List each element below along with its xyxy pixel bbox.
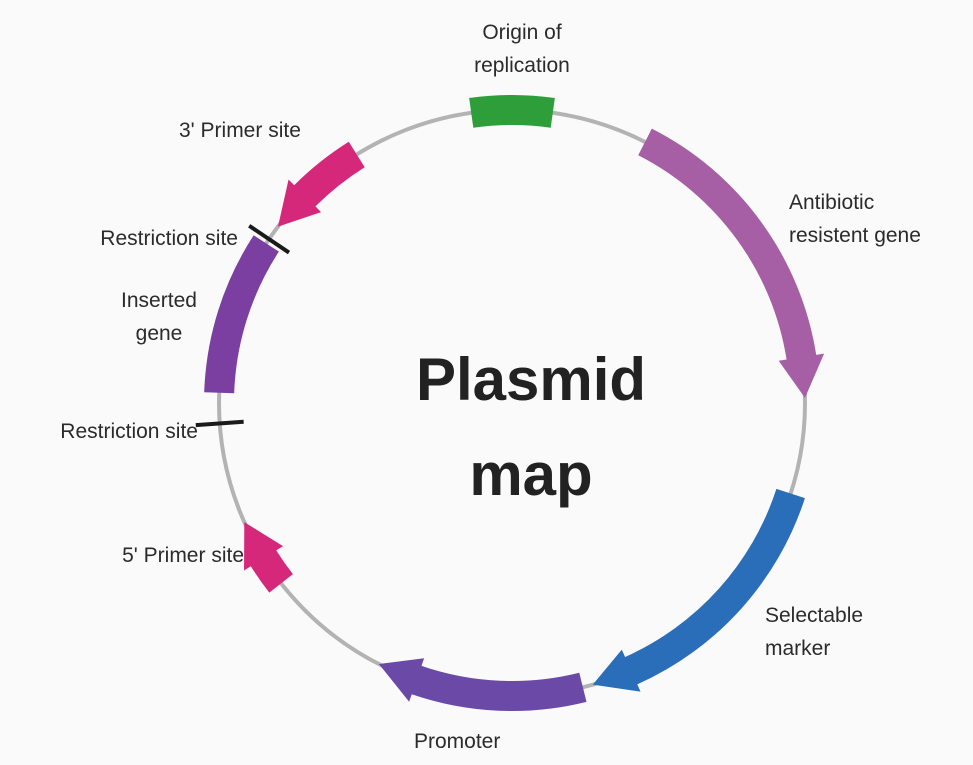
- antibiotic-label-line-2: resistent gene: [789, 224, 921, 247]
- antibiotic-label: Antibiotic resistent gene: [789, 186, 921, 252]
- title-line-1: Plasmid: [415, 346, 647, 413]
- origin-label-line-1: Origin of: [482, 21, 562, 44]
- restriction-site-upper-label: Restriction site: [100, 227, 238, 250]
- inserted-gene-label: Inserted gene: [104, 284, 214, 350]
- primer-3-arrow: [277, 141, 365, 227]
- primer-5-label: 5' Primer site: [122, 544, 244, 567]
- selectable-label-line-2: marker: [765, 637, 831, 660]
- antibiotic-label-line-1: Antibiotic: [789, 191, 875, 214]
- restriction-site-upper-tick: [248, 224, 291, 255]
- antibiotic-resistance-gene-arrow: [638, 128, 825, 398]
- promoter-label: Promoter: [414, 730, 501, 753]
- origin-label: Origin of replication: [452, 16, 592, 82]
- selectable-marker-label: Selectable marker: [765, 599, 863, 665]
- inserted-label-line-2: gene: [135, 322, 183, 345]
- inserted-gene-segment: [204, 235, 279, 394]
- primer-5-arrow: [244, 522, 293, 593]
- primer-3-label: 3' Primer site: [179, 119, 301, 142]
- selectable-label-line-1: Selectable: [765, 604, 864, 627]
- inserted-label-line-1: Inserted: [121, 289, 197, 312]
- title-line-2: map: [469, 441, 593, 508]
- origin-of-replication-segment: [469, 95, 555, 128]
- restriction-site-lower-label: Restriction site: [60, 420, 198, 443]
- promoter-arrow: [378, 658, 587, 711]
- restriction-site-lower-tick: [195, 419, 244, 428]
- origin-label-line-2: replication: [474, 54, 570, 77]
- selectable-marker-arrow: [592, 488, 805, 692]
